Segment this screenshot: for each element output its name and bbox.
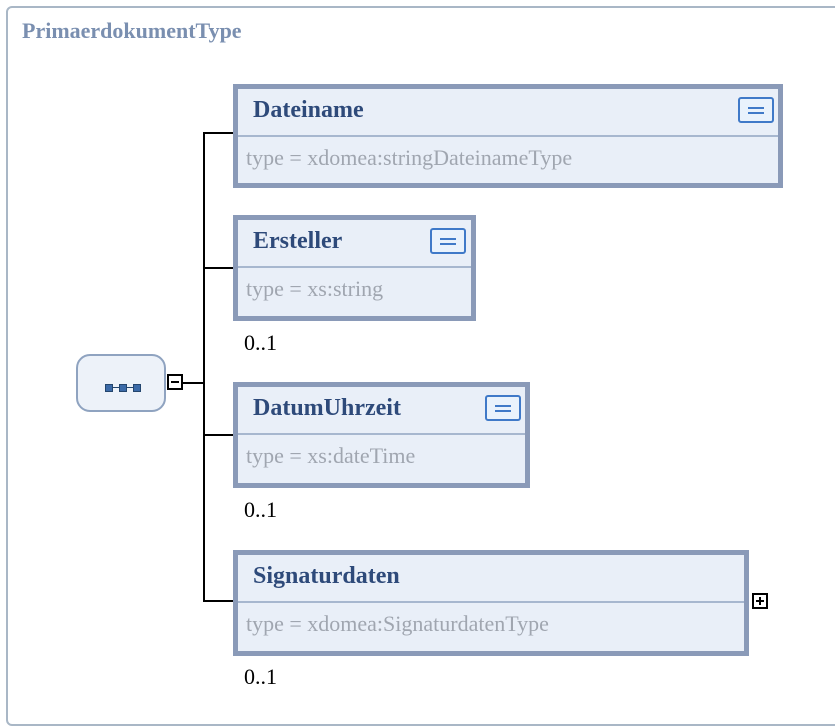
connector-branch	[203, 267, 235, 269]
element-type: type = xdomea:stringDateinameType	[246, 145, 573, 170]
connector-line	[183, 382, 205, 384]
divider	[238, 135, 778, 137]
divider	[238, 266, 471, 268]
element-type: type = xs:string	[246, 276, 384, 301]
occurrence-label: 0..1	[244, 330, 277, 355]
element-name: DatumUhrzeit	[253, 395, 401, 421]
element-datumuhrzeit[interactable]: DatumUhrzeit type = xs:dateTime	[233, 382, 530, 488]
documentation-icon[interactable]	[430, 228, 466, 254]
connector-branch	[203, 132, 235, 134]
element-name: Ersteller	[253, 228, 343, 254]
element-signaturdaten[interactable]: Signaturdaten type = xdomea:Signaturdate…	[233, 550, 749, 656]
element-type: type = xs:dateTime	[246, 443, 416, 468]
element-type: type = xdomea:SignaturdatenType	[246, 611, 549, 636]
sequence-icon	[105, 384, 145, 392]
element-ersteller[interactable]: Ersteller type = xs:string	[233, 215, 476, 321]
divider	[238, 433, 525, 435]
occurrence-label: 0..1	[244, 664, 277, 689]
connector-branch	[203, 600, 235, 602]
connector-branch	[203, 434, 235, 436]
connector-trunk	[203, 132, 205, 602]
collapse-toggle-icon[interactable]	[167, 374, 183, 390]
element-name: Signaturdaten	[253, 563, 400, 589]
divider	[238, 601, 744, 603]
sequence-compositor[interactable]	[76, 354, 166, 412]
element-dateiname[interactable]: Dateiname type = xdomea:stringDateinameT…	[233, 84, 783, 188]
complex-type-title: PrimaerdokumentType	[22, 18, 242, 43]
occurrence-label: 0..1	[244, 497, 277, 522]
expand-icon[interactable]	[752, 593, 768, 609]
documentation-icon[interactable]	[485, 395, 521, 421]
element-name: Dateiname	[253, 97, 364, 123]
documentation-icon[interactable]	[738, 97, 774, 123]
